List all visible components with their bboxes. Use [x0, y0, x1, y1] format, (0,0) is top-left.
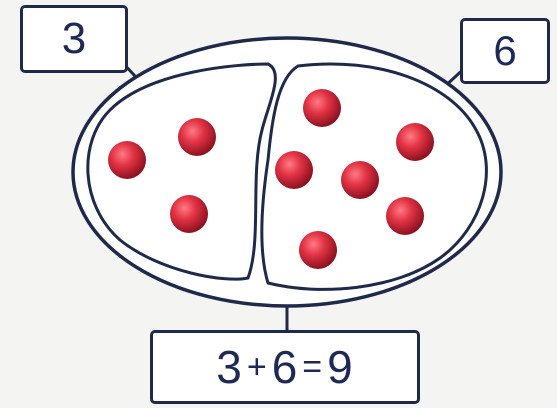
dot	[299, 231, 337, 269]
left-count-box: 3	[20, 5, 128, 73]
equation: 3 + 6 = 9	[216, 340, 354, 394]
equation-addend-a: 3	[216, 340, 243, 394]
dot	[275, 151, 313, 189]
equation-total: 9	[327, 340, 354, 394]
dot	[170, 195, 208, 233]
right-count-label: 6	[493, 27, 516, 75]
dot	[303, 89, 341, 127]
plus-sign: +	[247, 348, 268, 387]
dot	[341, 161, 379, 199]
right-count-box: 6	[460, 18, 550, 84]
dot	[386, 197, 424, 235]
dot	[178, 118, 216, 156]
equation-box: 3 + 6 = 9	[150, 330, 420, 404]
equals-sign: =	[302, 348, 323, 387]
dot	[396, 123, 434, 161]
dot	[108, 141, 146, 179]
left-count-label: 3	[62, 14, 86, 64]
equation-addend-b: 6	[272, 340, 299, 394]
